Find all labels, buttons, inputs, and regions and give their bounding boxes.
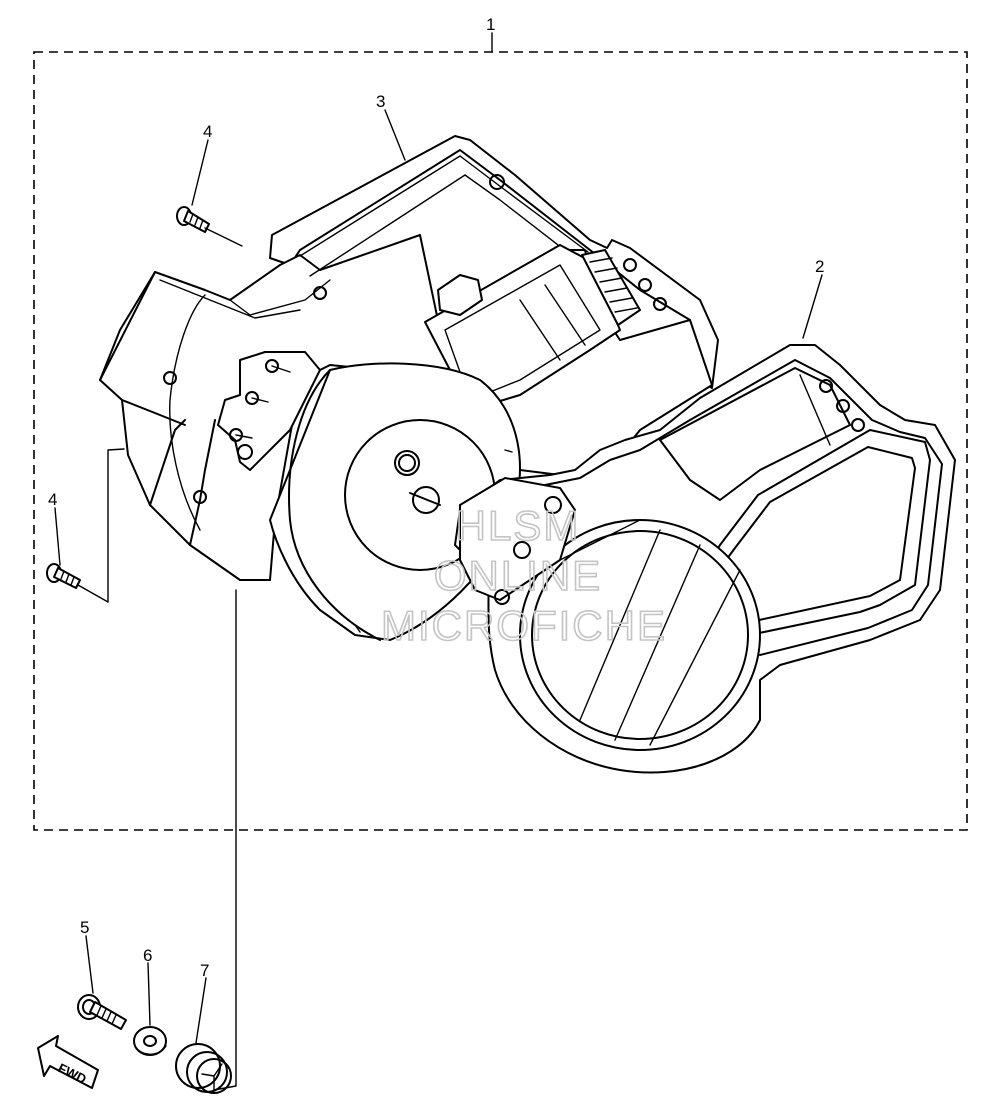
- part-5-bolt: [77, 994, 127, 1030]
- fwd-direction-arrow: FWD: [37, 1035, 99, 1089]
- watermark-line-3: MICROFICHE: [381, 602, 667, 649]
- assembly-boundary: [33, 51, 968, 831]
- callout-1: 1: [486, 15, 495, 34]
- leader-lines: [54, 32, 823, 1044]
- callout-5: 5: [80, 918, 89, 937]
- part-2-meter-cover: [454, 344, 956, 774]
- callout-4-lower: 4: [48, 490, 57, 509]
- watermark-line-2: ONLINE: [434, 552, 602, 599]
- watermark-line-1: HLSM: [456, 502, 581, 549]
- callout-7: 7: [200, 961, 209, 980]
- part-4-screw-upper: [176, 206, 243, 247]
- part-3-meter-housing: [99, 135, 719, 641]
- part-6-washer: [133, 1026, 167, 1056]
- part-7-grommet: [175, 589, 237, 1094]
- callout-labels: 1 2 3 4 4 5 6 7: [48, 15, 824, 980]
- callout-3: 3: [376, 92, 385, 111]
- callout-6: 6: [143, 946, 152, 965]
- part-4-screw-lower: [46, 448, 125, 603]
- callout-2: 2: [815, 257, 824, 276]
- watermark: HLSM ONLINE MICROFICHE: [380, 501, 667, 650]
- callout-4-upper: 4: [203, 122, 212, 141]
